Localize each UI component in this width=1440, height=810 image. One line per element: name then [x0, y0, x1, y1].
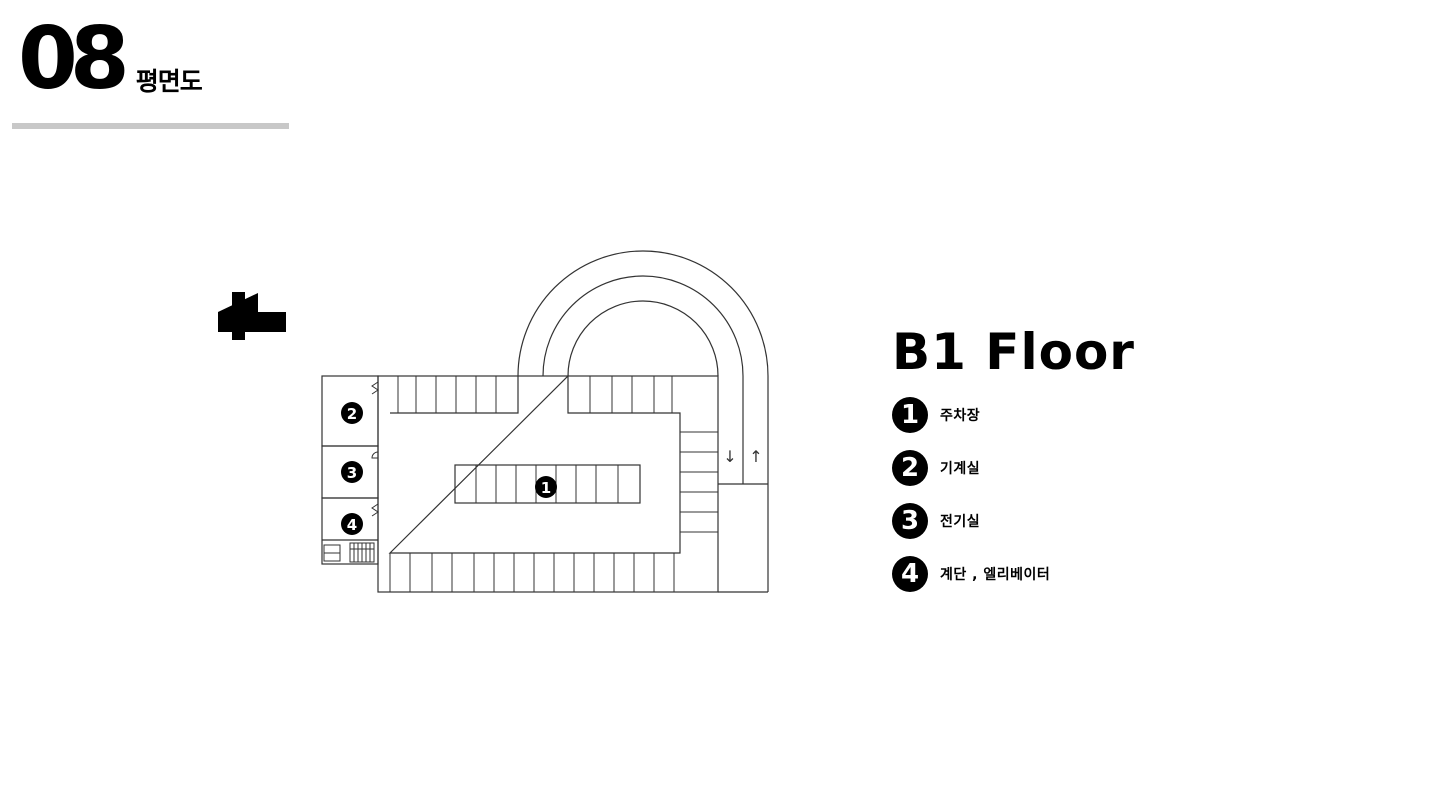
floor-label: B1 Floor: [892, 323, 1135, 381]
marker-stairs: 4: [341, 513, 363, 535]
number-badge-icon: 2: [892, 450, 928, 486]
svg-text:2: 2: [347, 405, 357, 423]
legend-item-mechanical-room: 2 기계실: [892, 449, 1135, 487]
north-arrow-icon: [218, 292, 286, 340]
legend-item-label: 전기실: [940, 514, 981, 530]
center-parking-island: [454, 464, 641, 504]
top-stalls-right: [589, 376, 673, 413]
marker-parking: 1: [535, 476, 557, 498]
marker-electrical: 3: [341, 461, 363, 483]
section-title: 평면도: [135, 67, 203, 96]
number-badge-icon: 4: [892, 556, 928, 592]
stair-icon: [323, 542, 375, 563]
marker-mechanical: 2: [341, 402, 363, 424]
top-stalls-left: [397, 376, 497, 413]
bottom-stalls: [389, 553, 675, 592]
svg-text:4: 4: [347, 516, 357, 534]
legend-item-parking: 1 주차장: [892, 396, 1135, 434]
section-number: 08: [18, 9, 130, 109]
door-swings: [371, 381, 379, 517]
stair-elevator-room: [321, 497, 379, 565]
floor-plan: ↓ ↑ 1 2 3 4: [218, 250, 769, 593]
ramp-down-arrow: ↓: [723, 447, 736, 466]
legend-item-label: 계단 , 엘리베이터: [940, 567, 1051, 583]
svg-text:1: 1: [541, 479, 551, 497]
ramp-arc-outer: [517, 250, 769, 377]
right-stalls: [680, 431, 718, 533]
legend-item-label: 주차장: [940, 408, 981, 424]
ramp-arc-inner: [567, 300, 719, 377]
section-header: 08 평면도: [18, 9, 203, 109]
legend-item-electrical-room: 3 전기실: [892, 502, 1135, 540]
legend-item-stairs-elevator: 4 계단 , 엘리베이터: [892, 555, 1135, 593]
number-badge-icon: 3: [892, 503, 928, 539]
svg-text:3: 3: [347, 464, 357, 482]
ramp-up-arrow: ↑: [749, 447, 762, 466]
ramp-arc-middle: [542, 275, 744, 377]
number-badge-icon: 1: [892, 397, 928, 433]
header-divider: [12, 123, 289, 129]
legend-item-label: 기계실: [940, 461, 981, 477]
legend: B1 Floor 1 주차장 2 기계실 3 전기실 4 계단 , 엘리베이터: [892, 322, 1135, 608]
